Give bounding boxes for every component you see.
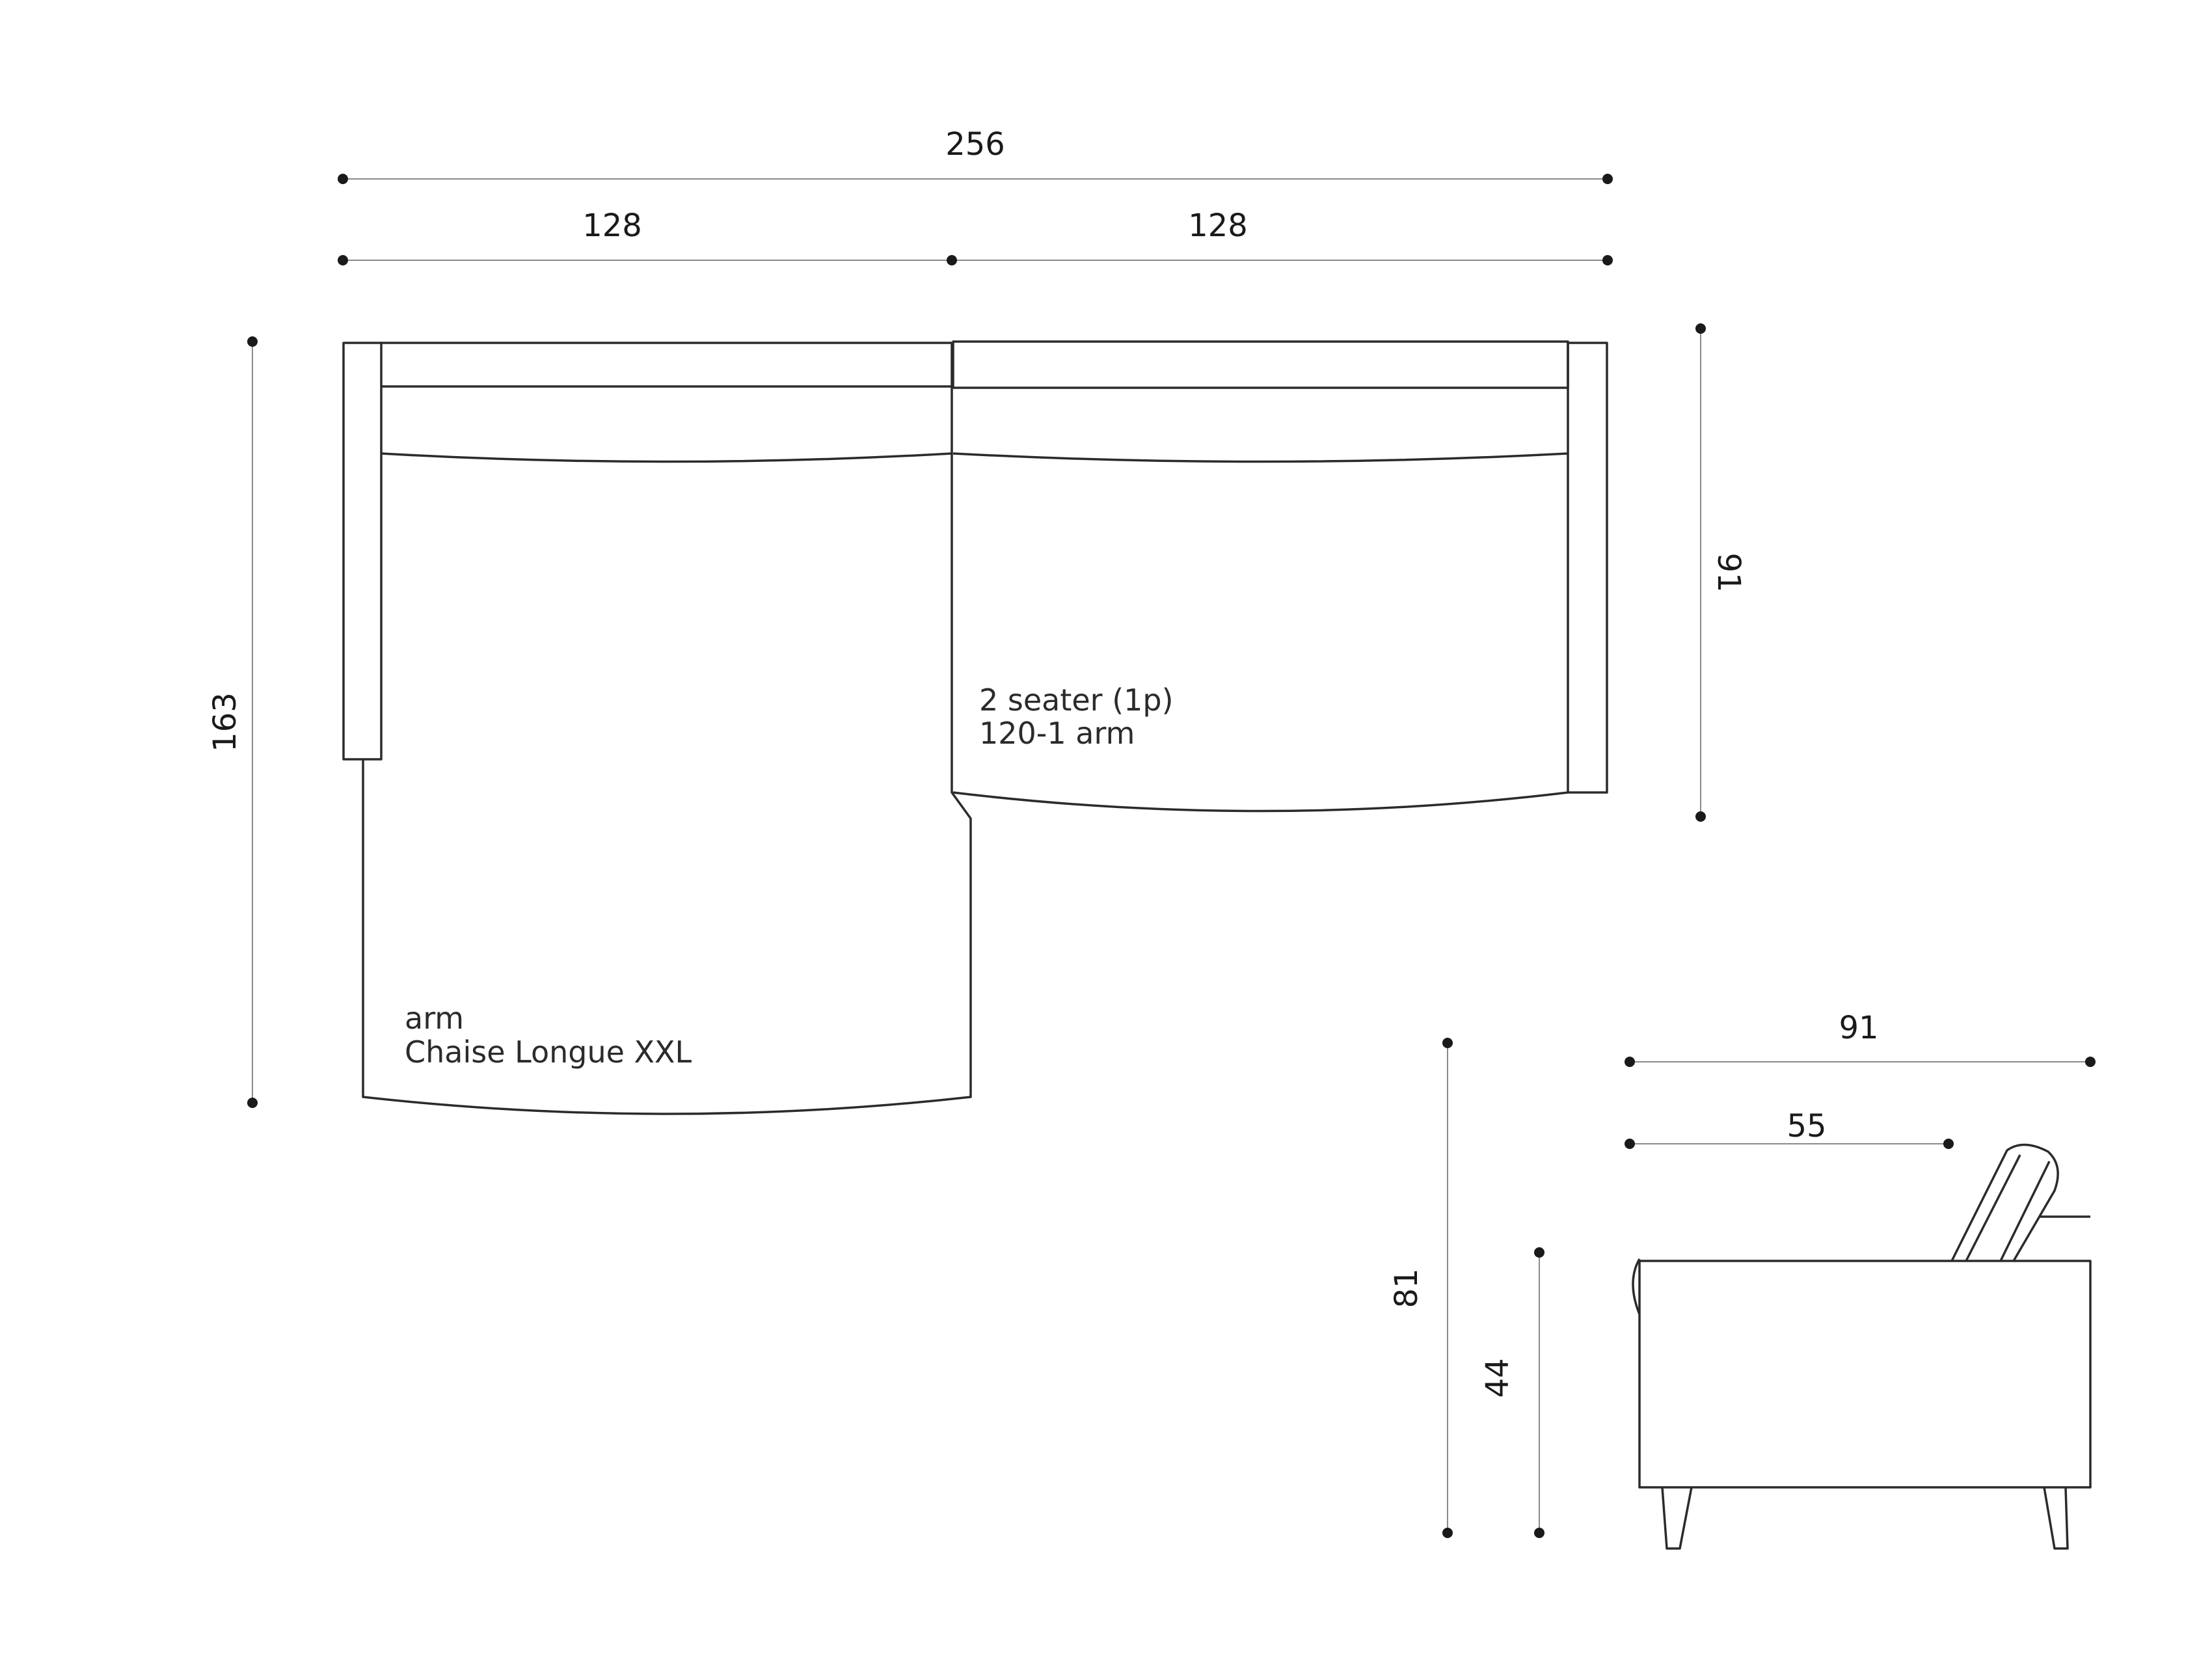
- left-depth-label: 163: [207, 692, 243, 752]
- total-height-label: 81: [1388, 1268, 1425, 1308]
- dimension-seat-height: 44: [1479, 1247, 1544, 1538]
- dimension-right-depth: 91: [1695, 323, 1747, 822]
- two-seater-seat-edge: [952, 452, 1569, 463]
- chaise-label-line2: Chaise Longue XXL: [405, 1034, 692, 1070]
- dimension-left-depth: 163: [207, 336, 258, 1108]
- seat-depth-label: 55: [1787, 1108, 1826, 1144]
- side-front-leg: [1661, 1487, 1693, 1550]
- chaise-arm: [342, 342, 383, 761]
- side-backrest-inner-line: [1965, 1154, 2051, 1262]
- chaise-backrest: [381, 342, 952, 388]
- side-cushion-bulge: [1632, 1258, 1641, 1315]
- sofa-side-profile: [1632, 1143, 2092, 1550]
- chaise-seat-edge: [381, 452, 952, 463]
- chaise-body: [362, 343, 972, 1115]
- right-width-label: 128: [1188, 208, 1248, 244]
- dimension-seat-depth: 55: [1625, 1108, 1954, 1149]
- left-width-label: 128: [582, 208, 642, 244]
- side-depth-label: 91: [1839, 1010, 1878, 1046]
- two-seater-backrest: [952, 340, 1569, 389]
- side-body: [1638, 1260, 2092, 1489]
- dimension-module-widths: 128 128: [338, 208, 1613, 265]
- two-seater-arm: [1567, 342, 1608, 794]
- seat-height-label: 44: [1479, 1358, 1516, 1398]
- dimension-overall-width: 256: [338, 126, 1613, 184]
- chaise-longue-module: arm Chaise Longue XXL: [342, 342, 972, 1115]
- two-seater-label-line2: 120-1 arm: [979, 716, 1135, 751]
- two-seater-front: [952, 791, 1569, 813]
- two-seater-module: 2 seater (1p) 120-1 arm: [952, 340, 1608, 813]
- two-seater-label-line1: 2 seater (1p): [979, 683, 1174, 718]
- top-view-plan: 256 128 128 163 91: [207, 126, 1747, 1115]
- chaise-label-line1: arm: [405, 1001, 464, 1036]
- side-view: 91 55 81 44: [1388, 1010, 2096, 1550]
- side-back-leg: [2043, 1487, 2069, 1550]
- side-backrest-pillow: [1950, 1143, 2059, 1262]
- right-depth-label: 91: [1710, 552, 1747, 592]
- dimension-side-depth: 91: [1625, 1010, 2096, 1067]
- overall-width-label: 256: [945, 126, 1005, 163]
- dimension-total-height: 81: [1388, 1038, 1453, 1538]
